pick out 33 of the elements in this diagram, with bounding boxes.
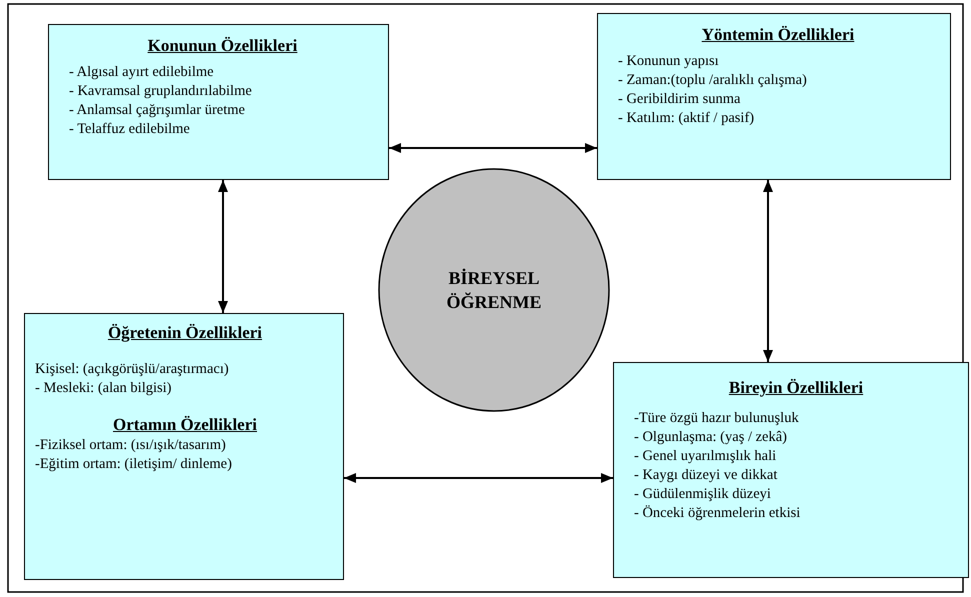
list-item: - Zaman:(toplu /aralıklı çalışma) [618, 71, 808, 90]
section-heading: Konunun Özellikleri [146, 35, 298, 57]
info-box [24, 313, 344, 580]
list-item: - Kaygı düzeyi ve dikkat [634, 466, 778, 485]
list-item: -Fiziksel ortam: (ısı/ışık/tasarım) [35, 436, 227, 455]
section-heading: Yöntemin Özellikleri [700, 24, 856, 46]
list-item: - Konunun yapısı [618, 52, 720, 71]
list-item: - Geribildirim sunma [618, 90, 742, 109]
list-item: - Katılım: (aktif / pasif) [618, 109, 756, 128]
double-arrow [344, 473, 613, 483]
center-label: BİREYSEL ÖĞRENME [445, 267, 542, 314]
section-heading: Öğretenin Özellikleri [106, 322, 264, 344]
info-box [48, 24, 389, 180]
list-item: - Önceki öğrenmelerin etkisi [634, 504, 802, 523]
list-item: Kişisel: (açıkgörüşlü/araştırmacı) [35, 360, 230, 379]
list-item: - Mesleki: (alan bilgisi) [35, 379, 173, 398]
info-box [613, 362, 969, 578]
double-arrow [763, 180, 773, 362]
list-item: - Anlamsal çağrışımlar üretme [69, 101, 246, 120]
list-item: -Eğitim ortam: (iletişim/ dinleme) [35, 455, 233, 474]
list-item: - Güdülenmişlik düzeyi [634, 485, 772, 504]
section-heading: Bireyin Özellikleri [728, 377, 864, 399]
list-item: - Genel uyarılmışlık hali [634, 447, 778, 466]
list-item: - Algısal ayırt edilebilme [69, 63, 215, 82]
double-arrow [218, 180, 228, 313]
list-item: - Kavramsal gruplandırılabilme [69, 82, 253, 101]
section-heading: Ortamın Özellikleri [112, 414, 258, 436]
list-item: - Telaffuz edilebilme [69, 120, 191, 139]
double-arrow [389, 143, 597, 153]
list-item: - Olgunlaşma: (yaş / zekâ) [634, 428, 788, 447]
info-box [597, 13, 951, 180]
list-item: -Türe özgü hazır bulunuşluk [634, 409, 800, 428]
circle-shape [378, 168, 610, 412]
